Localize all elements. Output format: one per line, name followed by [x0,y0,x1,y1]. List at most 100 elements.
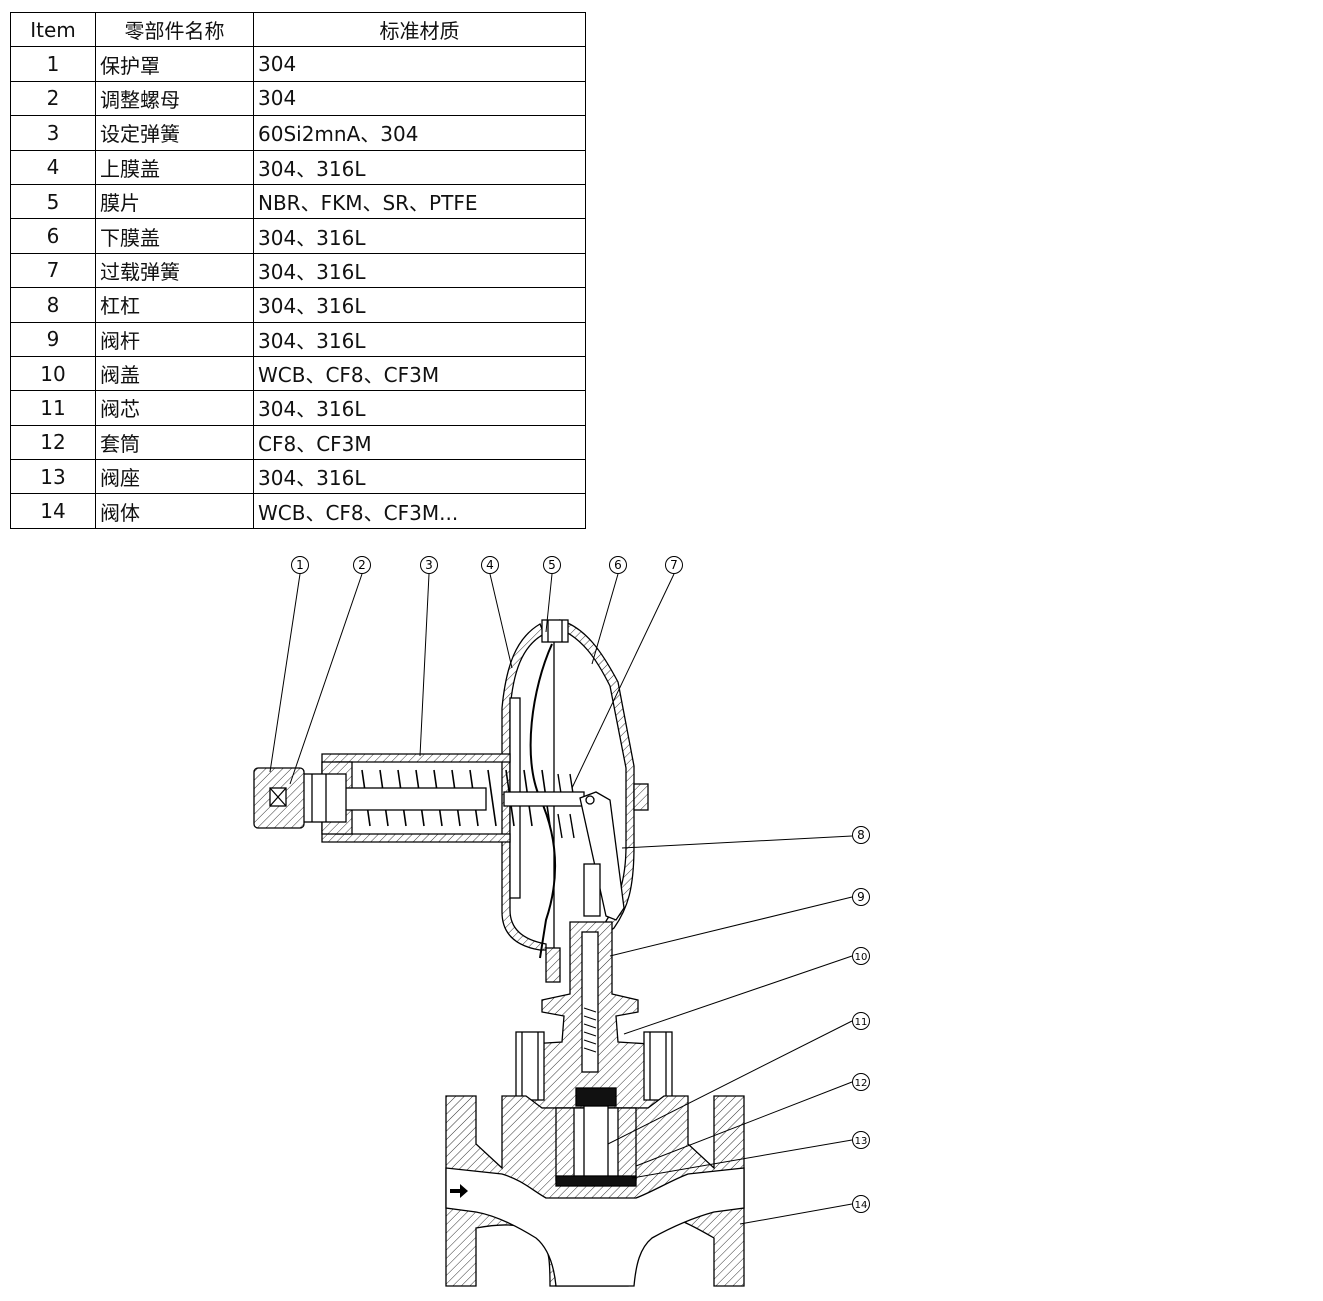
cell-item: 3 [10,115,96,151]
svg-text:6: 6 [614,558,622,572]
cell-material: WCB、CF8、CF3M [253,355,586,392]
cell-material: CF8、CF3M [253,424,586,461]
svg-text:14: 14 [855,1200,868,1211]
callout-12: 12 [852,1073,870,1091]
svg-text:12: 12 [855,1078,868,1089]
cell-name: 下膜盖 [95,218,254,254]
header-material: 标准材质 [253,11,586,48]
cell-item: 2 [10,80,96,117]
header-item: Item [10,11,96,48]
svg-text:4: 4 [486,558,494,572]
callout-2: 2 [353,556,371,574]
cell-item: 5 [10,183,96,220]
side-port [633,783,649,811]
header-part-name: 零部件名称 [95,11,254,48]
callout-6: 6 [609,556,627,574]
table-header-row: Item 零部件名称 标准材质 [10,11,586,48]
cell-material: 304、316L [253,459,586,495]
valve-drawing [253,619,745,1287]
flow-passage [445,1167,745,1287]
cell-name: 上膜盖 [95,149,254,185]
svg-text:8: 8 [857,828,865,842]
svg-text:3: 3 [425,558,433,572]
adjusting-nut [301,773,347,823]
cell-item: 10 [10,355,96,392]
callout-10: 10 [852,947,870,965]
cell-material: 60Si2mnA、304 [253,115,586,151]
cell-name: 阀盖 [95,355,254,392]
cell-item: 6 [10,218,96,254]
callout-5: 5 [543,556,561,574]
cell-item: 14 [10,493,96,529]
svg-text:7: 7 [670,558,678,572]
cell-material: 304、316L [253,218,586,254]
cell-material: 304、316L [253,149,586,185]
body-bolt-right [643,1031,673,1101]
valve-stem [581,931,599,1073]
callout-4: 4 [481,556,499,574]
callout-8: 8 [852,826,870,844]
valve-seat [555,1175,637,1187]
body-bolt-left [515,1031,545,1101]
cell-material: 304、316L [253,321,586,357]
svg-text:13: 13 [855,1136,868,1147]
cell-material: NBR、FKM、SR、PTFE [253,183,586,220]
callout-7: 7 [665,556,683,574]
svg-text:2: 2 [358,558,366,572]
cell-material: 304、316L [253,252,586,289]
callout-9: 9 [852,888,870,906]
cell-name: 阀座 [95,459,254,495]
lever [579,791,625,921]
callout-11: 11 [852,1012,870,1030]
cell-item: 1 [10,46,96,82]
cell-item: 11 [10,390,96,426]
cell-material: 304、316L [253,287,586,323]
cell-material: 304 [253,80,586,117]
cell-name: 膜片 [95,183,254,220]
cell-name: 保护罩 [95,46,254,82]
adjusting-rod [343,787,487,811]
svg-text:11: 11 [855,1017,868,1028]
callout-14: 14 [852,1195,870,1213]
cell-item: 8 [10,287,96,323]
diaphragm-rod [503,791,585,807]
callout-3: 3 [420,556,438,574]
cell-name: 阀体 [95,493,254,529]
cell-material: WCB、CF8、CF3M... [253,493,586,529]
svg-text:5: 5 [548,558,556,572]
svg-text:1: 1 [296,558,304,572]
stem-linkage [583,863,601,917]
svg-text:9: 9 [857,890,865,904]
callout-13: 13 [852,1131,870,1149]
valve-cross-section-diagram: 1 2 3 4 5 6 7 8 9 10 11 12 13 14 [253,556,870,1287]
cell-material: 304 [253,46,586,82]
cell-item: 12 [10,424,96,461]
svg-text:10: 10 [855,952,868,963]
cell-name: 设定弹簧 [95,115,254,151]
valve-plug [575,1087,617,1107]
cell-item: 13 [10,459,96,495]
callout-1: 1 [291,556,309,574]
cell-name: 调整螺母 [95,80,254,117]
cell-item: 9 [10,321,96,357]
cell-item: 4 [10,149,96,185]
cell-name: 杠杠 [95,287,254,323]
cell-name: 阀芯 [95,390,254,426]
cell-name: 过载弹簧 [95,252,254,289]
cell-item: 7 [10,252,96,289]
cell-name: 阀杆 [95,321,254,357]
